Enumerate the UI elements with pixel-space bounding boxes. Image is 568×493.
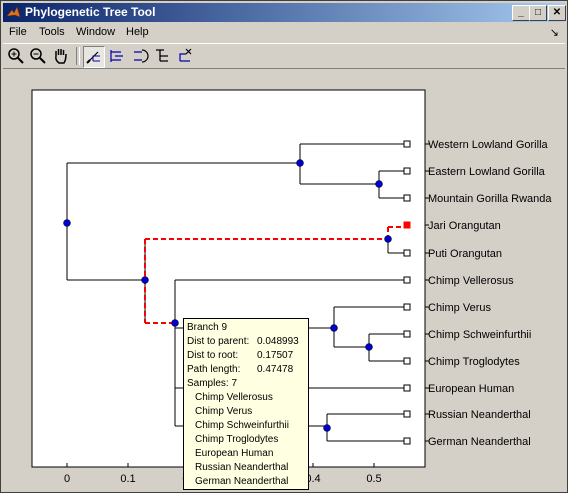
tooltip-dist-root: Dist to root:0.17507 xyxy=(187,350,294,361)
tooltip-sample: Russian Neanderthal xyxy=(195,462,289,473)
leaf-label[interactable]: German Neanderthal xyxy=(428,436,531,448)
tooltip-sample: Chimp Schweinfurthii xyxy=(195,420,289,431)
menu-window[interactable]: Window xyxy=(76,26,116,38)
tree-node[interactable] xyxy=(141,276,149,284)
x-tick-label: 0.4 xyxy=(305,473,320,485)
tooltip-sample: Chimp Vellerosus xyxy=(195,392,273,403)
leaf-marker[interactable] xyxy=(403,410,411,418)
leaf-label[interactable]: Chimp Troglodytes xyxy=(428,356,520,368)
tree-node[interactable] xyxy=(365,343,373,351)
tree-node[interactable] xyxy=(63,219,71,227)
leaf-label[interactable]: Puti Orangutan xyxy=(428,248,502,260)
menu-help[interactable]: Help xyxy=(126,26,149,38)
leaf-label[interactable]: Eastern Lowland Gorilla xyxy=(428,166,546,178)
tree-node[interactable] xyxy=(384,235,392,243)
tree-node[interactable] xyxy=(296,159,304,167)
tree-node[interactable] xyxy=(171,319,179,327)
leaf-label[interactable]: European Human xyxy=(428,383,514,395)
tree-nodes xyxy=(63,140,411,445)
menu-bar: File Tools Window Help ↘ xyxy=(3,23,565,42)
window-title: Phylogenetic Tree Tool xyxy=(25,5,156,19)
leaf-marker[interactable] xyxy=(403,194,411,202)
x-tick-label: 0.1 xyxy=(120,473,135,485)
leaf-label[interactable]: Chimp Schweinfurthii xyxy=(428,329,531,341)
tooltip-dist-parent: Dist to parent:0.048993 xyxy=(187,336,299,347)
tree-node[interactable] xyxy=(375,180,383,188)
dock-arrow-icon[interactable]: ↘ xyxy=(549,27,559,39)
toolbar xyxy=(3,43,565,69)
x-tick-label: 0 xyxy=(64,473,70,485)
toolbar-separator xyxy=(76,47,80,65)
leaf-marker[interactable] xyxy=(403,303,411,311)
menu-file[interactable]: File xyxy=(9,26,27,38)
maximize-button[interactable]: □ xyxy=(529,5,547,21)
minimize-button[interactable]: _ xyxy=(512,5,530,21)
rename-icon[interactable] xyxy=(153,46,173,66)
close-button[interactable]: ✕ xyxy=(548,5,566,21)
tooltip-samples-count: Samples: 7 xyxy=(187,378,238,389)
zoom-in-icon[interactable] xyxy=(6,46,26,66)
tooltip-sample: European Human xyxy=(195,448,274,459)
tooltip-path-length: Path length:0.47478 xyxy=(187,364,294,375)
rotate-branch-icon[interactable] xyxy=(130,46,150,66)
leaf-marker[interactable] xyxy=(403,167,411,175)
leaf-label[interactable]: Western Lowland Gorilla xyxy=(428,139,549,151)
leaf-marker[interactable] xyxy=(403,276,411,284)
leaf-marker[interactable] xyxy=(403,140,411,148)
menu-tools[interactable]: Tools xyxy=(39,26,65,38)
title-bar[interactable]: Phylogenetic Tree Tool _ □ ✕ xyxy=(3,3,566,22)
leaf-marker[interactable] xyxy=(403,357,411,365)
tooltip-sample: Chimp Troglodytes xyxy=(195,434,279,445)
leaf-marker[interactable] xyxy=(403,221,411,229)
branch-info-tooltip: Branch 9 Dist to parent:0.048993 Dist to… xyxy=(183,318,309,490)
leaf-label[interactable]: Mountain Gorilla Rwanda xyxy=(428,193,552,205)
collapse-expand-icon[interactable] xyxy=(107,46,127,66)
leaf-marker[interactable] xyxy=(403,330,411,338)
tree-node[interactable] xyxy=(323,424,331,432)
leaf-label[interactable]: Chimp Vellerosus xyxy=(428,275,514,287)
leaf-marker[interactable] xyxy=(403,437,411,445)
leaf-label[interactable]: Jari Orangutan xyxy=(428,220,501,232)
leaf-label[interactable]: Russian Neanderthal xyxy=(428,409,531,421)
leaf-label[interactable]: Chimp Verus xyxy=(428,302,491,314)
prune-icon[interactable] xyxy=(176,46,196,66)
leaf-marker[interactable] xyxy=(403,249,411,257)
inspect-branch-icon[interactable] xyxy=(83,46,105,68)
x-tick-label: 0.5 xyxy=(366,473,381,485)
leaf-marker[interactable] xyxy=(403,384,411,392)
tooltip-sample: Chimp Verus xyxy=(195,406,253,417)
tooltip-sample: German Neanderthal xyxy=(195,476,289,487)
zoom-out-icon[interactable] xyxy=(28,46,48,66)
tooltip-branch: Branch 9 xyxy=(187,322,228,333)
tree-node[interactable] xyxy=(330,324,338,332)
pan-hand-icon[interactable] xyxy=(51,46,71,66)
matlab-icon xyxy=(6,6,21,18)
